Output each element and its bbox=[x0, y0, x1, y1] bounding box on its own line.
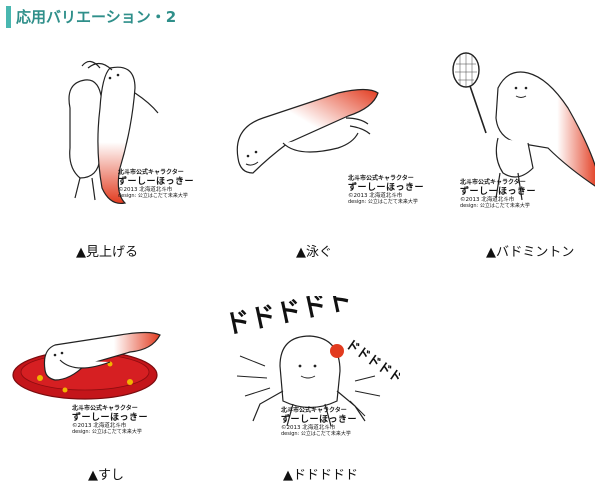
variation-dododo: ドドドドド ドドドドド 北斗市公式キャラクター ずーしーほっきー ©2013 北… bbox=[225, 296, 400, 490]
credit-line2: ずーしーほっきー bbox=[118, 176, 195, 187]
credit-line1: 北斗市公式キャラクター bbox=[281, 407, 347, 414]
variation-sushi: 北斗市公式キャラクター ずーしーほっきー ©2013 北海道北斗市 design… bbox=[10, 300, 170, 490]
credit-block: 北斗市公式キャラクター ずーしーほっきー ©2013 北海道北斗市 design… bbox=[460, 179, 537, 209]
character-looking-up-illustration bbox=[40, 48, 200, 218]
variation-swimming: 北斗市公式キャラクター ずーしーほっきー ©2013 北海道北斗市 design… bbox=[228, 48, 424, 268]
credit-line2: ずーしーほっきー bbox=[281, 414, 358, 425]
sfx-small-text: ドドドドド bbox=[343, 337, 400, 387]
credit-line3: ©2013 北海道北斗市 bbox=[118, 187, 173, 194]
credit-block: 北斗市公式キャラクター ずーしーほっきー ©2013 北海道北斗市 design… bbox=[281, 407, 358, 437]
character-sushi-plate-illustration bbox=[10, 300, 170, 470]
credit-line4: design: 公立はこだて未来大学 bbox=[118, 192, 188, 199]
variation-caption: ▲泳ぐ bbox=[296, 245, 332, 260]
credit-block: 北斗市公式キャラクター ずーしーほっきー ©2013 北海道北斗市 design… bbox=[348, 175, 425, 205]
variation-caption: ▲ドドドドド bbox=[283, 468, 358, 483]
credit-line2: ずーしーほっきー bbox=[348, 182, 425, 193]
credit-line3: ©2013 北海道北斗市 bbox=[72, 423, 127, 430]
credit-block: 北斗市公式キャラクター ずーしーほっきー ©2013 北海道北斗市 design… bbox=[118, 169, 195, 199]
credit-line3: ©2013 北海道北斗市 bbox=[281, 425, 336, 432]
credit-line4: design: 公立はこだて未来大学 bbox=[348, 198, 418, 205]
variation-looking-up: 北斗市公式キャラクター ずーしーほっきー ©2013 北海道北斗市 design… bbox=[40, 48, 200, 268]
variation-caption: ▲バドミントン bbox=[486, 245, 575, 260]
credit-line3: ©2013 北海道北斗市 bbox=[348, 193, 403, 200]
credit-line1: 北斗市公式キャラクター bbox=[460, 179, 526, 186]
character-badminton-illustration bbox=[438, 48, 595, 218]
character-swimming-illustration bbox=[228, 48, 388, 218]
character-dododo-illustration: ドドドドド ドドドドド bbox=[225, 296, 400, 466]
credit-line2: ずーしーほっきー bbox=[460, 186, 537, 197]
variation-caption: ▲すし bbox=[88, 468, 124, 483]
credit-block: 北斗市公式キャラクター ずーしーほっきー ©2013 北海道北斗市 design… bbox=[72, 405, 149, 435]
credit-line1: 北斗市公式キャラクター bbox=[118, 169, 184, 176]
credit-line2: ずーしーほっきー bbox=[72, 412, 149, 423]
credit-line4: design: 公立はこだて未来大学 bbox=[281, 430, 351, 437]
credit-line1: 北斗市公式キャラクター bbox=[348, 175, 414, 182]
sfx-big-text: ドドドドド bbox=[225, 296, 356, 341]
credit-line3: ©2013 北海道北斗市 bbox=[460, 197, 515, 204]
credit-line4: design: 公立はこだて未来大学 bbox=[72, 428, 142, 435]
credit-line1: 北斗市公式キャラクター bbox=[72, 405, 138, 412]
credit-line4: design: 公立はこだて未来大学 bbox=[460, 202, 530, 209]
variation-caption: ▲見上げる bbox=[76, 245, 138, 260]
variation-badminton: 北斗市公式キャラクター ずーしーほっきー ©2013 北海道北斗市 design… bbox=[438, 48, 595, 268]
section-title: 応用バリエーション・2 bbox=[6, 6, 176, 28]
